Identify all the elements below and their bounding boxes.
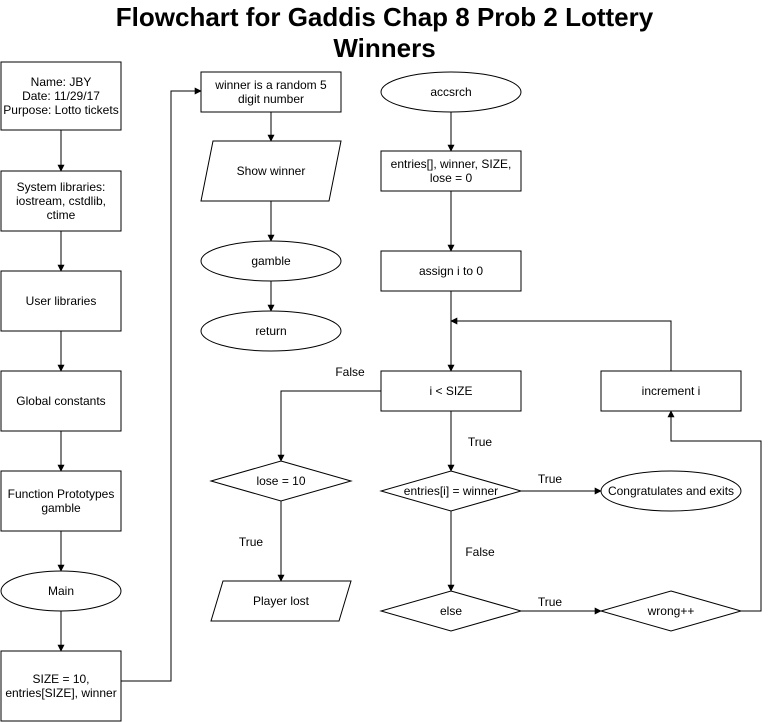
title-line-2: Winners	[333, 33, 436, 63]
node-text-params: entries[], winner, SIZE,	[391, 157, 512, 171]
node-accsrch: accsrch	[380, 71, 522, 113]
node-text-return: return	[255, 324, 286, 338]
node-text-lose-check: lose = 10	[256, 474, 305, 488]
node-text-system-libraries: System libraries:	[17, 180, 106, 194]
edge-increment-loop-back	[450, 317, 672, 371]
node-size-decl: SIZE = 10,entries[SIZE], winner	[0, 650, 122, 722]
node-show-winner: Show winner	[200, 140, 342, 202]
shape-ellipse-main	[0, 570, 122, 612]
node-text-player-lost: Player lost	[253, 594, 310, 608]
node-text-header-info: Date: 11/29/17	[22, 89, 100, 103]
shape-rect-winner-random	[200, 71, 342, 113]
node-entries-check: entries[i] = winner	[379, 470, 523, 512]
shape-ellipse-congratulates	[600, 470, 742, 512]
node-main: Main	[0, 570, 122, 612]
shape-rect-user-libraries	[0, 270, 122, 332]
node-text-system-libraries: ctime	[47, 208, 76, 222]
edge-label-true-i-size: True	[468, 435, 493, 449]
shape-rect-function-prototypes	[0, 470, 122, 532]
shape-rect-global-constants	[0, 370, 122, 432]
node-text-gamble: gamble	[251, 254, 291, 268]
node-text-size-decl: SIZE = 10,	[32, 672, 89, 686]
node-text-i-less-size: i < SIZE	[429, 384, 472, 398]
node-text-function-prototypes: Function Prototypes	[8, 487, 115, 501]
shape-para-player-lost	[210, 580, 352, 622]
node-params: entries[], winner, SIZE,lose = 0	[380, 150, 522, 192]
shape-rect-size-decl	[0, 650, 122, 722]
shape-diamond-entries-check	[379, 470, 523, 512]
shape-rect-system-libraries	[0, 170, 122, 232]
node-text-wrong-inc: wrong++	[647, 604, 695, 618]
node-player-lost: Player lost	[210, 580, 352, 622]
edge-label-false-entries: False	[465, 545, 495, 559]
node-text-params: lose = 0	[430, 171, 473, 185]
edge-size-decl-to-winner-random	[121, 87, 202, 682]
shape-rect-increment-i	[600, 370, 742, 412]
node-text-global-constants: Global constants	[16, 394, 105, 408]
node-text-main: Main	[48, 584, 74, 598]
node-text-winner-random: winner is a random 5	[214, 78, 327, 92]
node-text-else-node: else	[440, 604, 462, 618]
node-text-show-winner: Show winner	[237, 164, 306, 178]
shape-rect-params	[380, 150, 522, 192]
node-text-system-libraries: iostream, cstdlib,	[16, 194, 106, 208]
node-else-node: else	[379, 590, 523, 632]
node-text-congratulates: Congratulates and exits	[608, 484, 734, 498]
node-text-header-info: Purpose: Lotto tickets	[3, 103, 118, 117]
node-return: return	[200, 310, 342, 352]
node-text-user-libraries: User libraries	[26, 294, 97, 308]
shape-diamond-wrong-inc	[599, 590, 743, 632]
flowchart-edges	[57, 87, 762, 682]
node-lose-check: lose = 10	[209, 460, 353, 502]
node-text-accsrch: accsrch	[430, 85, 471, 99]
node-text-function-prototypes: gamble	[41, 501, 81, 515]
diagram-title: Flowchart for Gaddis Chap 8 Prob 2 Lotte…	[0, 2, 769, 64]
node-global-constants: Global constants	[0, 370, 122, 432]
node-text-header-info: Name: JBY	[31, 75, 92, 89]
edge-label-true-entries: True	[538, 472, 563, 486]
edge-label-true-lose: True	[239, 535, 264, 549]
shape-diamond-lose-check	[209, 460, 353, 502]
shape-ellipse-return	[200, 310, 342, 352]
node-text-assign-i: assign i to 0	[419, 264, 483, 278]
edge-condition-false-to-lose	[277, 390, 381, 462]
node-text-increment-i: increment i	[642, 384, 701, 398]
title-line-1: Flowchart for Gaddis Chap 8 Prob 2 Lotte…	[115, 2, 654, 32]
edge-wrong-to-increment	[667, 410, 762, 612]
shape-ellipse-accsrch	[380, 71, 522, 113]
node-text-size-decl: entries[SIZE], winner	[5, 686, 116, 700]
node-congratulates: Congratulates and exits	[600, 470, 742, 512]
shape-rect-assign-i	[380, 250, 522, 292]
shape-rect-i-less-size	[380, 370, 522, 412]
node-increment-i: increment i	[600, 370, 742, 412]
edge-label-false-i-size: False	[335, 365, 365, 379]
node-text-winner-random: digit number	[238, 92, 304, 106]
node-assign-i: assign i to 0	[380, 250, 522, 292]
node-wrong-inc: wrong++	[599, 590, 743, 632]
shape-para-show-winner	[200, 140, 342, 202]
node-gamble: gamble	[200, 240, 342, 282]
shape-rect-header-info	[0, 61, 122, 131]
shape-ellipse-gamble	[200, 240, 342, 282]
shape-diamond-else-node	[379, 590, 523, 632]
node-text-entries-check: entries[i] = winner	[404, 484, 498, 498]
node-user-libraries: User libraries	[0, 270, 122, 332]
node-i-less-size: i < SIZE	[380, 370, 522, 412]
edge-label-true-else: True	[538, 595, 563, 609]
node-system-libraries: System libraries:iostream, cstdlib,ctime	[0, 170, 122, 232]
